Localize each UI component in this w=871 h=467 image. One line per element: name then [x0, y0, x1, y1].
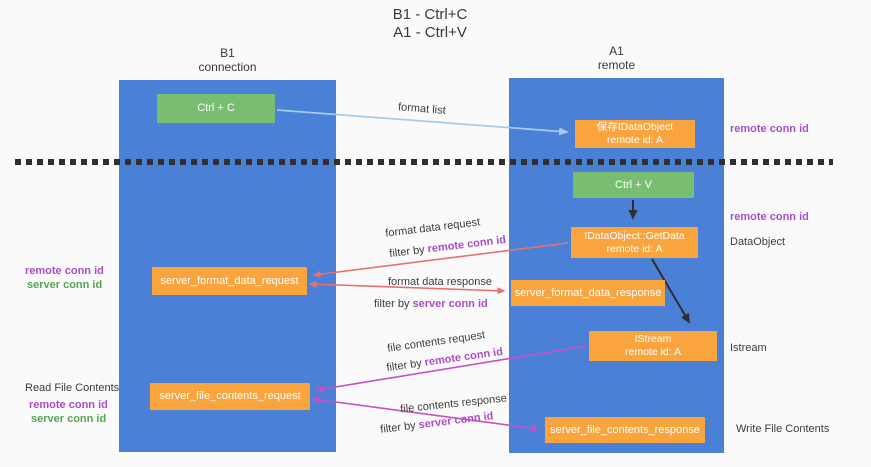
- filter-by-text-3: filter by: [385, 357, 423, 375]
- lane-header-b1: B1 connection: [119, 46, 336, 74]
- file-response-label: server_file_contents_response: [550, 423, 700, 436]
- diagram-title-line1: B1 - Ctrl+C: [392, 6, 468, 23]
- remote-conn-id-label-top-right: remote conn id: [730, 123, 809, 135]
- server-file-contents-request-node: server_file_contents_request: [150, 383, 310, 410]
- dataobject-label: DataObject: [730, 236, 786, 248]
- format-list-label: format list: [397, 101, 447, 117]
- getdata-line1: IDataObject::GetData: [584, 229, 685, 242]
- lane-a1-role: remote: [597, 58, 636, 72]
- istream-side-label: Istream: [730, 342, 767, 354]
- ctrl-c-node: Ctrl + C: [157, 94, 275, 123]
- read-file-contents-label: Read File Contents: [25, 382, 120, 394]
- getdata-line2: remote id: A: [606, 242, 663, 255]
- diagram-title-line2: A1 - Ctrl+V: [393, 24, 467, 41]
- istream-line2: remote id: A: [624, 346, 682, 358]
- filter-by-text-4: filter by: [379, 419, 417, 436]
- server-file-contents-response-node: server_file_contents_response: [545, 417, 705, 443]
- lane-header-a1: A1 remote: [509, 44, 724, 72]
- lane-b1-name: B1: [220, 46, 235, 60]
- remote-conn-id-inline-2: remote conn id: [423, 345, 504, 369]
- file-request-label: server_file_contents_request: [159, 390, 301, 402]
- diagram-title: B1 - Ctrl+C A1 - Ctrl+V: [330, 6, 530, 42]
- idataobject-getdata-node: IDataObject::GetData remote id: A: [571, 227, 698, 258]
- server-conn-id-inline-1: server conn id: [412, 298, 488, 310]
- filter-by-text-1: filter by: [388, 243, 426, 261]
- file-response-filter-label: filter by server conn id: [380, 410, 494, 436]
- remote-conn-id-label-left-bottom: remote conn id: [29, 399, 108, 411]
- save-idataobject-line2: remote id: A: [606, 134, 664, 146]
- server-conn-id-label-left-bottom: server conn id: [31, 413, 107, 425]
- istream-line1: IStream: [634, 333, 672, 345]
- filter-by-text-2: filter by: [374, 298, 410, 310]
- remote-conn-id-label-left-mid: remote conn id: [25, 265, 104, 277]
- format-request-filter-label: filter by remote conn id: [389, 234, 507, 260]
- format-data-response-label: format data response: [388, 276, 492, 288]
- save-idataobject-line1: 保存IDataObject: [596, 121, 674, 133]
- format-response-label: server_format_data_response: [514, 286, 662, 299]
- lane-b1-role: connection: [198, 60, 257, 74]
- istream-node: IStream remote id: A: [589, 331, 717, 361]
- lane-a1-name: A1: [609, 44, 624, 58]
- format-response-filter-label: filter by server conn id: [374, 298, 488, 310]
- session-divider-dashed-line: [15, 159, 833, 165]
- format-request-label: server_format_data_request: [160, 274, 299, 287]
- save-idataobject-node: 保存IDataObject remote id: A: [575, 120, 695, 148]
- ctrl-c-label: Ctrl + C: [197, 102, 235, 114]
- format-data-request-label: format data request: [384, 216, 481, 240]
- server-conn-id-inline-2: server conn id: [417, 410, 495, 432]
- ctrl-v-label: Ctrl + V: [615, 178, 652, 191]
- ctrl-v-node: Ctrl + V: [573, 172, 694, 198]
- write-file-contents-label: Write File Contents: [736, 423, 830, 435]
- remote-conn-id-inline-1: remote conn id: [426, 233, 507, 256]
- remote-conn-id-label-mid-right: remote conn id: [730, 211, 809, 223]
- server-format-data-response-node: server_format_data_response: [511, 280, 665, 306]
- server-format-data-request-node: server_format_data_request: [152, 267, 307, 295]
- server-conn-id-label-left-mid: server conn id: [27, 279, 103, 291]
